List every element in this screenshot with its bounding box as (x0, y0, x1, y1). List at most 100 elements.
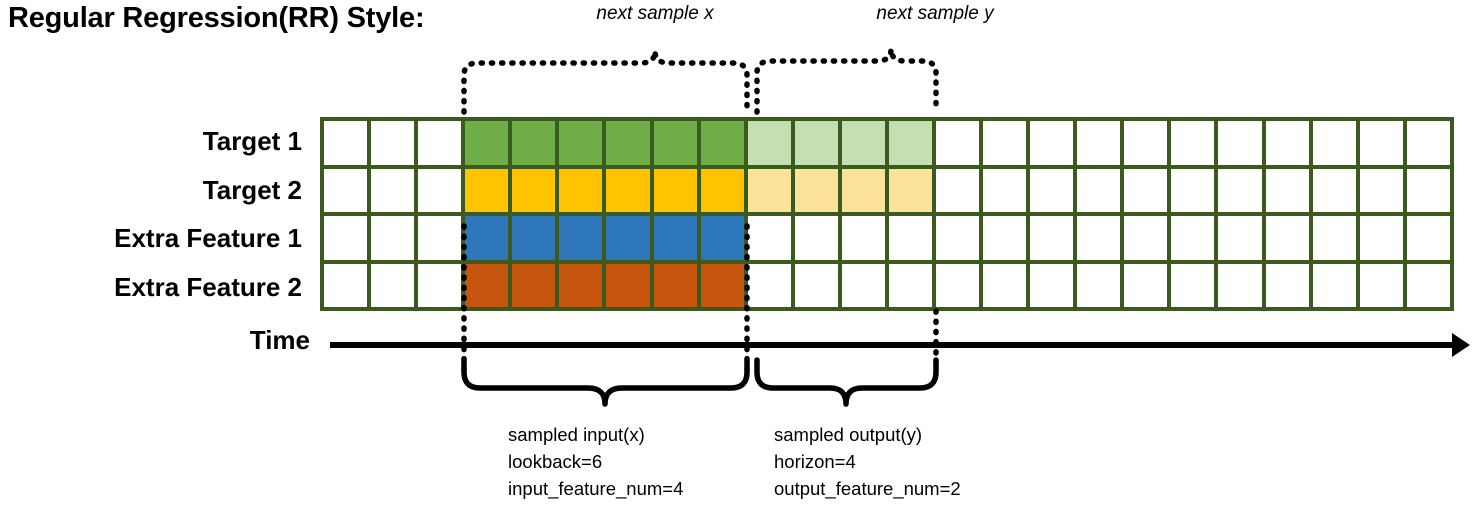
grid-cell-input (653, 263, 697, 307)
annotation-next-sample-y: next sample y (876, 3, 994, 24)
grid-cell-blank (1218, 263, 1262, 307)
time-axis-arrowhead (1452, 333, 1470, 357)
grid-cell-input (559, 263, 603, 307)
grid-cell-input (559, 121, 603, 165)
annotation-next-sample-x: next sample x (596, 3, 714, 24)
sampled-input-feature-num: input_feature_num=4 (508, 478, 684, 499)
grid-cell-blank (418, 121, 462, 165)
sampled-output-title: sampled output(y) (774, 424, 923, 445)
grid-cell-output (841, 168, 885, 212)
grid-cell-blank (1171, 168, 1215, 212)
grid-cell-blank (371, 121, 415, 165)
bottom-brace-output (754, 357, 939, 407)
grid-cell-blank (371, 216, 415, 260)
grid-cell-blank (1406, 121, 1450, 165)
grid-cell-blank (888, 263, 933, 307)
grid-cell-blank (1077, 121, 1121, 165)
grid-cell-blank (1171, 121, 1215, 165)
sampled-output-feature-num: output_feature_num=2 (774, 478, 961, 499)
grid-row (324, 121, 1450, 165)
grid-cell-input (606, 263, 650, 307)
grid-cell-input (700, 263, 744, 307)
grid-cell-blank (794, 263, 838, 307)
grid-cell-blank (418, 263, 462, 307)
grid-cell-input (512, 121, 556, 165)
grid-cell-blank (1265, 216, 1309, 260)
grid-cell-input (606, 168, 650, 212)
grid-cell-output (888, 121, 933, 165)
grid-cell-input (512, 216, 556, 260)
grid-cell-output (794, 121, 838, 165)
row-label-target-2: Target 2 (202, 174, 302, 205)
grid-cell-blank (1030, 263, 1074, 307)
grid-cell-output (841, 121, 885, 165)
grid-cell-input (465, 216, 509, 260)
grid-cell-output (747, 168, 791, 212)
grid-cell-blank (1265, 263, 1309, 307)
time-axis-label: Time (249, 325, 310, 355)
grid-cell-blank (841, 216, 885, 260)
grid-cell-blank (324, 216, 368, 260)
row-label-column: Target 1 Target 2 Extra Feature 1 Extra … (0, 117, 310, 311)
grid-cell-blank (1030, 168, 1074, 212)
grid-cell-blank (841, 263, 885, 307)
grid-cell-input (512, 168, 556, 212)
grid-cell-blank (1406, 216, 1450, 260)
grid-cell-input (465, 121, 509, 165)
grid-cell-input (465, 168, 509, 212)
grid-cell-blank (1030, 121, 1074, 165)
grid-cell-blank (936, 216, 980, 260)
grid-cell-blank (1312, 168, 1356, 212)
grid-row (324, 216, 1450, 260)
grid-cell-blank (936, 263, 980, 307)
grid-cell-blank (747, 216, 791, 260)
grid-cell-blank (936, 168, 980, 212)
row-label-extra-feature-1: Extra Feature 1 (114, 223, 302, 253)
grid-cell-blank (1359, 263, 1403, 307)
row-label-extra-feature-2: Extra Feature 2 (114, 271, 302, 302)
grid-cell-input (653, 121, 697, 165)
grid-cell-blank (1265, 168, 1309, 212)
grid-cell-blank (1077, 168, 1121, 212)
top-brace-input (461, 50, 750, 115)
grid-cell-blank (324, 121, 368, 165)
sampled-input-title: sampled input(x) (508, 424, 645, 445)
grid-cell-input (653, 216, 697, 260)
annotation-sampled-output: sampled output(y) horizon=4 output_featu… (774, 421, 961, 502)
grid-cell-input (700, 216, 744, 260)
grid-cell-blank (1218, 168, 1262, 212)
grid-cell-input (653, 168, 697, 212)
annotation-sampled-input: sampled input(x) lookback=6 input_featur… (508, 421, 683, 502)
grid-cell-blank (1171, 216, 1215, 260)
grid-cell-input (606, 121, 650, 165)
grid-cell-blank (983, 263, 1027, 307)
grid-cell-blank (1124, 121, 1168, 165)
grid-cell-output (747, 121, 791, 165)
grid-cell-input (700, 168, 744, 212)
grid-cell-blank (371, 263, 415, 307)
grid-cell-blank (747, 263, 791, 307)
grid-cell-blank (1124, 216, 1168, 260)
grid-cell-blank (324, 168, 368, 212)
grid-cell-input (606, 216, 650, 260)
timeseries-grid (320, 117, 1454, 311)
sampled-input-lookback: lookback=6 (508, 451, 603, 472)
grid-cell-blank (888, 216, 933, 260)
grid-cell-blank (1030, 216, 1074, 260)
grid-cell-blank (1359, 216, 1403, 260)
grid-cell-blank (1359, 168, 1403, 212)
grid-cell-blank (983, 216, 1027, 260)
grid-cell-input (559, 216, 603, 260)
grid-cell-blank (1265, 121, 1309, 165)
grid-cell-blank (1312, 263, 1356, 307)
grid-cell-input (512, 263, 556, 307)
top-brace-output (754, 48, 939, 115)
grid-cell-output (888, 168, 933, 212)
bottom-brace-input (461, 357, 750, 407)
grid-cell-blank (1218, 121, 1262, 165)
grid-cell-blank (1406, 263, 1450, 307)
grid-cell-blank (1077, 216, 1121, 260)
grid-cell-blank (936, 121, 980, 165)
grid-row (324, 168, 1450, 212)
